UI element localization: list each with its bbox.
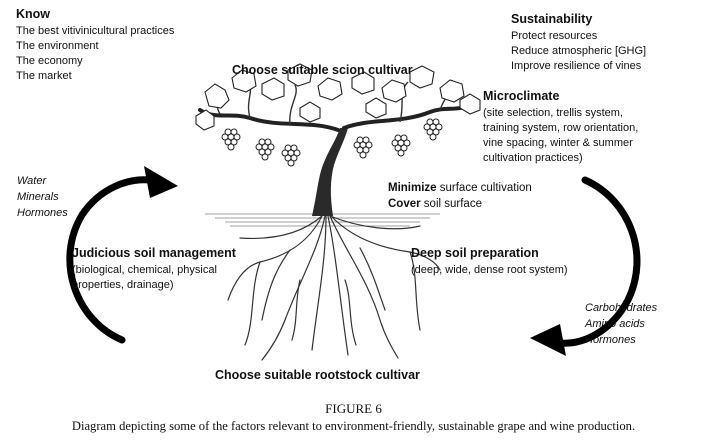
grape-clusters: [221, 118, 443, 167]
right-cycle-arrow: [530, 176, 641, 356]
figure-label: FIGURE 6: [325, 401, 382, 416]
cover-bold: Cover: [388, 198, 421, 210]
cover-rest: soil surface: [420, 198, 482, 210]
know-item: The market: [16, 70, 72, 82]
minimize-text: Minimize surface cultivation: [388, 181, 532, 197]
deep-title: Deep soil preparation: [411, 246, 539, 260]
deep-line: (deep, wide, dense root system): [411, 264, 568, 276]
input-label: Water: [17, 175, 47, 187]
output-label: Hormones: [585, 334, 636, 346]
microclimate-line: (site selection, trellis system,: [483, 107, 623, 119]
microclimate-line: training system, row orientation,: [483, 122, 639, 134]
input-label: Minerals: [17, 191, 59, 203]
know-item: The best vitivinicultural practices: [16, 25, 175, 37]
sustainability-item: Improve resilience of vines: [511, 60, 642, 72]
vine-trunk: [312, 128, 348, 216]
input-label: Hormones: [17, 207, 68, 219]
microclimate-line: vine spacing, winter & summer: [483, 137, 633, 149]
output-label: Amino acids: [585, 318, 645, 330]
know-item: The environment: [16, 40, 99, 52]
judicious-title: Judicious soil management: [72, 246, 236, 260]
microclimate-title: Microclimate: [483, 89, 560, 103]
left-cycle-arrow: [66, 166, 178, 344]
minimize-rest: surface cultivation: [436, 182, 532, 194]
minimize-bold: Minimize: [388, 182, 437, 194]
judicious-line: properties, drainage): [72, 279, 174, 291]
sustainability-item: Protect resources: [511, 30, 598, 42]
know-title: Know: [16, 7, 51, 21]
output-label: Carbohydrates: [585, 302, 658, 314]
microclimate-line: cultivation practices): [483, 152, 583, 164]
vine-roots: [227, 215, 441, 361]
judicious-line: (biological, chemical, physical: [72, 264, 217, 276]
know-item: The economy: [16, 55, 83, 67]
vine-cordons: [198, 102, 472, 132]
scion-label: Choose suitable scion cultivar: [232, 63, 413, 77]
rootstock-label: Choose suitable rootstock cultivar: [215, 368, 420, 382]
cover-text: Cover soil surface: [388, 197, 482, 213]
vine-leaves: [195, 63, 481, 131]
figure-caption: Diagram depicting some of the factors re…: [71, 419, 636, 433]
sustainability-title: Sustainability: [511, 12, 593, 26]
sustainability-item: Reduce atmospheric [GHG]: [511, 45, 647, 57]
